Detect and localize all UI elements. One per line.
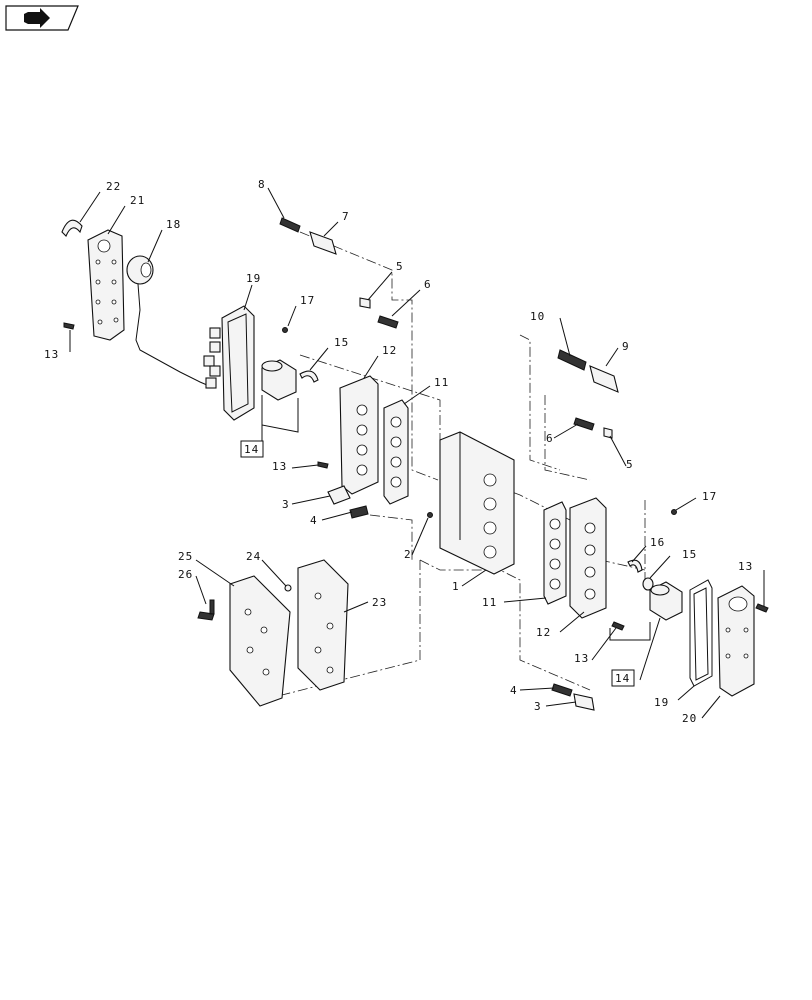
part-14-solenoid bbox=[261, 359, 297, 401]
callout-box-14-right bbox=[611, 669, 635, 687]
callout-12: 12 bbox=[382, 344, 397, 357]
callout-13: 13 bbox=[44, 348, 59, 361]
part-15-clip bbox=[299, 370, 319, 383]
part-5-pin bbox=[359, 297, 371, 309]
part-3-plug-2 bbox=[573, 693, 595, 711]
callout-6-b: 6 bbox=[546, 432, 554, 445]
part-3-plug bbox=[327, 485, 351, 505]
part-13-screw-2 bbox=[317, 461, 329, 469]
callout-22: 22 bbox=[106, 180, 121, 193]
part-13-screw-3 bbox=[611, 621, 625, 631]
back-arrow-icon bbox=[24, 8, 50, 28]
part-6-spring-2 bbox=[573, 417, 595, 431]
part-17-plug-2 bbox=[671, 509, 677, 515]
callout-15: 15 bbox=[334, 336, 349, 349]
callout-8: 8 bbox=[258, 178, 266, 191]
part-15-o-ring bbox=[642, 577, 654, 591]
callout-24: 24 bbox=[246, 550, 261, 563]
callout-2: 2 bbox=[404, 548, 412, 561]
callout-20: 20 bbox=[682, 712, 697, 725]
callout-3: 3 bbox=[282, 498, 290, 511]
part-16-clip bbox=[627, 559, 643, 573]
callout-4: 4 bbox=[310, 514, 318, 527]
callout-9: 9 bbox=[622, 340, 630, 353]
part-13-screw-4 bbox=[755, 603, 769, 613]
callout-3-b: 3 bbox=[534, 700, 542, 713]
callout-17-b: 17 bbox=[702, 490, 717, 503]
callout-23: 23 bbox=[372, 596, 387, 609]
callout-10: 10 bbox=[530, 310, 545, 323]
part-7-spool bbox=[309, 231, 337, 255]
part-22-clip bbox=[61, 219, 83, 237]
part-2-plug bbox=[427, 512, 433, 518]
callout-6: 6 bbox=[424, 278, 432, 291]
callout-12-b: 12 bbox=[536, 626, 551, 639]
part-12-valve-section bbox=[339, 375, 379, 495]
part-1-valve-body bbox=[439, 431, 515, 575]
part-4-spring-2 bbox=[551, 683, 573, 697]
callout-19-b: 19 bbox=[654, 696, 669, 709]
callout-13-b: 13 bbox=[272, 460, 287, 473]
part-10-spring bbox=[557, 349, 587, 371]
callout-14: 14 bbox=[244, 443, 259, 456]
callout-11-b: 11 bbox=[482, 596, 497, 609]
part-12-valve-section-2 bbox=[569, 497, 607, 619]
callout-26: 26 bbox=[178, 568, 193, 581]
callout-11: 11 bbox=[434, 376, 449, 389]
part-26-bolt bbox=[197, 599, 215, 621]
callout-13-d: 13 bbox=[738, 560, 753, 573]
part-20-cover bbox=[717, 585, 755, 697]
leader-lines bbox=[69, 187, 765, 719]
part-17-plug bbox=[282, 327, 288, 333]
part-9-plug bbox=[589, 365, 619, 393]
part-6-spring bbox=[377, 315, 399, 329]
callout-25: 25 bbox=[178, 550, 193, 563]
callout-15-b: 15 bbox=[682, 548, 697, 561]
callout-7: 7 bbox=[342, 210, 350, 223]
callout-14-b: 14 bbox=[615, 672, 630, 685]
callout-numbers: 22 21 18 13 19 17 15 14 12 11 13 3 4 8 7… bbox=[44, 178, 753, 725]
part-5-pin-2 bbox=[603, 427, 613, 439]
part-23-plate bbox=[297, 559, 349, 691]
part-13-screw bbox=[63, 322, 75, 330]
part-11-gasket bbox=[383, 399, 409, 505]
part-14-solenoid-2 bbox=[649, 581, 683, 621]
callout-17: 17 bbox=[300, 294, 315, 307]
part-19-gasket-2 bbox=[689, 579, 713, 687]
part-18-wiring-harness bbox=[126, 255, 221, 389]
part-25-plate bbox=[229, 575, 291, 707]
part-4-spring bbox=[349, 505, 369, 519]
part-8-spring bbox=[279, 217, 301, 233]
back-button[interactable] bbox=[5, 5, 79, 31]
callout-21: 21 bbox=[130, 194, 145, 207]
callout-18: 18 bbox=[166, 218, 181, 231]
callout-5: 5 bbox=[396, 260, 404, 273]
callout-4-b: 4 bbox=[510, 684, 518, 697]
callout-5-b: 5 bbox=[626, 458, 634, 471]
callout-19: 19 bbox=[246, 272, 261, 285]
part-24-ball bbox=[284, 584, 292, 592]
callout-1: 1 bbox=[452, 580, 460, 593]
callout-box-14-left bbox=[240, 440, 264, 458]
part-11-gasket-2 bbox=[543, 501, 567, 605]
callout-16: 16 bbox=[650, 536, 665, 549]
callout-13-c: 13 bbox=[574, 652, 589, 665]
part-19-gasket bbox=[221, 305, 255, 421]
part-21-cover bbox=[87, 229, 125, 341]
